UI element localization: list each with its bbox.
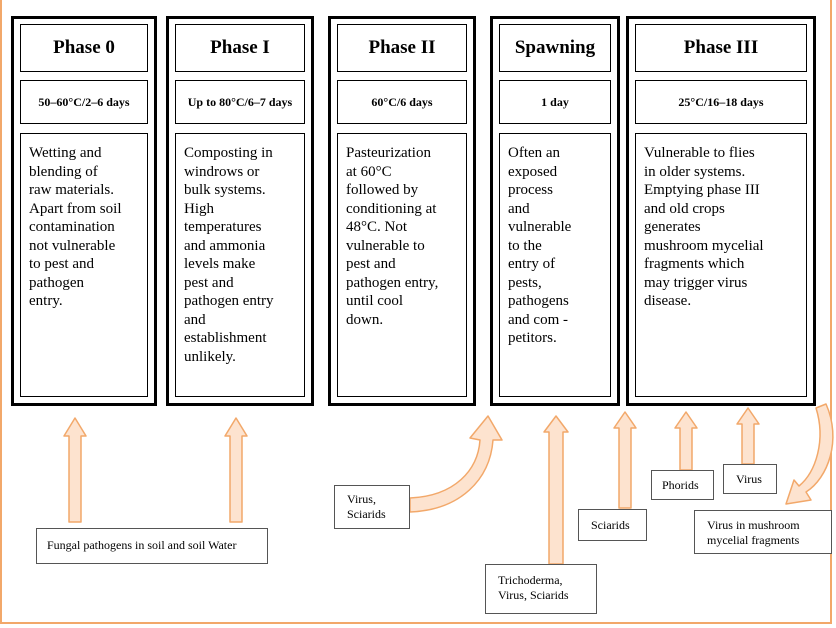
phase-title: Phase III xyxy=(635,24,807,72)
phase-1-column: Phase I Up to 80°C/6–7 days Composting i… xyxy=(166,16,314,406)
phase-conditions: 1 day xyxy=(499,80,611,124)
virus-sciarids-label: Virus,Sciarids xyxy=(334,485,410,529)
up-arrow-icon xyxy=(613,411,637,509)
phase-conditions: 50–60°C/2–6 days xyxy=(20,80,148,124)
up-arrow-icon xyxy=(543,415,569,565)
phorids-label: Phorids xyxy=(651,470,714,500)
virus-label: Virus xyxy=(723,464,777,494)
phase-title: Phase II xyxy=(337,24,467,72)
up-arrow-icon xyxy=(224,417,248,523)
phase-conditions: Up to 80°C/6–7 days xyxy=(175,80,305,124)
phase-3-column: Phase III 25°C/16–18 days Vulnerable to … xyxy=(626,16,816,406)
phase-title: Spawning xyxy=(499,24,611,72)
phase-conditions: 25°C/16–18 days xyxy=(635,80,807,124)
up-arrow-icon xyxy=(674,411,698,471)
trichoderma-label: Trichoderma,Virus, Sciarids xyxy=(485,564,597,614)
up-arrow-icon xyxy=(63,417,87,523)
fungal-pathogens-label: Fungal pathogens in soil and soil Water xyxy=(36,528,268,564)
curved-arrow-icon xyxy=(409,415,503,513)
up-arrow-icon xyxy=(736,407,760,465)
phase-title: Phase I xyxy=(175,24,305,72)
sciarids-label: Sciarids xyxy=(578,509,647,541)
phase-title: Phase 0 xyxy=(20,24,148,72)
curved-arrow-icon xyxy=(785,403,834,505)
phase-conditions: 60°C/6 days xyxy=(337,80,467,124)
